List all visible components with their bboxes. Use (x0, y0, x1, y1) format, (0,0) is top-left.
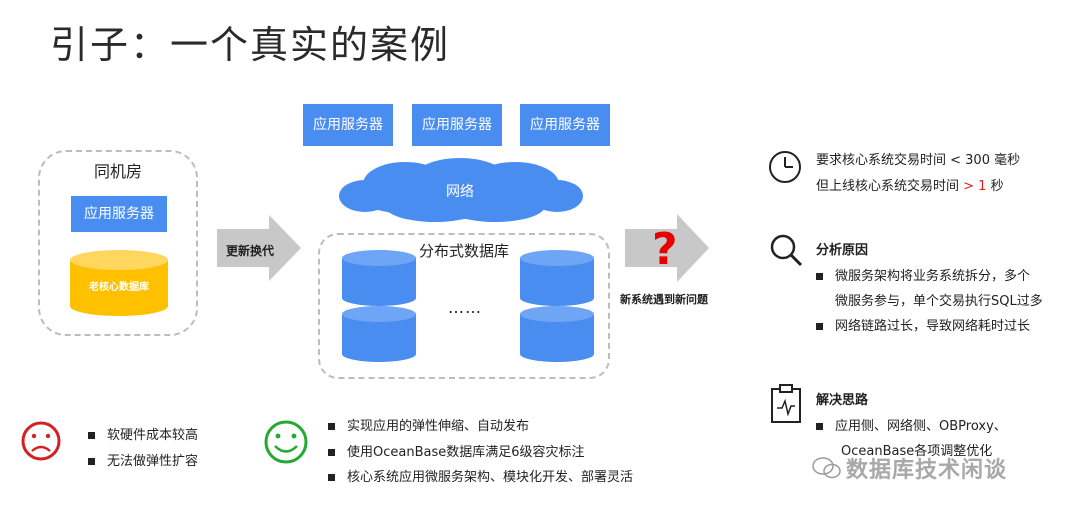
network-label: 网络 (446, 184, 474, 200)
solution-item-1-cont: OceanBase各项调整优化 (841, 444, 993, 459)
legacy-room-label: 同机房 (93, 162, 142, 181)
distributed-db-label: 分布式数据库 (418, 242, 509, 260)
question-mark-icon: ? (652, 224, 678, 275)
migration-label: 更新换代 (226, 244, 275, 258)
bullet-icon (328, 474, 335, 481)
bullet-icon (816, 273, 823, 280)
solution-item-1-text: 应用侧、网络侧、OBProxy、 (835, 419, 1007, 434)
legacy-room-container (38, 150, 198, 336)
sad-face-icon (21, 421, 61, 461)
app-server-3: 应用服务器 (520, 104, 610, 146)
bullet-icon (88, 432, 95, 439)
bullet-icon (816, 423, 823, 430)
app-server-2: 应用服务器 (412, 104, 502, 146)
problem-arrow (625, 214, 709, 282)
migration-arrow (217, 215, 301, 281)
analysis-item-2: 网络链路过长，导致网络耗时过长 (816, 315, 1030, 334)
db-node-1 (342, 250, 416, 306)
time-actual-prefix: 但上线核心系统交易时间 (816, 179, 964, 194)
time-actual-value: > 1 (963, 179, 987, 194)
wechat-icon (812, 457, 841, 479)
clipboard-icon (771, 384, 801, 423)
db-node-4 (520, 306, 594, 362)
legacy-app-server: 应用服务器 (71, 196, 167, 232)
legacy-db-label: 老核心数据库 (89, 282, 149, 293)
bullet-icon (88, 458, 95, 465)
db-node-3 (520, 250, 594, 306)
time-actual-suffix: 秒 (986, 179, 1004, 194)
pros-item-2-text: 使用OceanBase数据库满足6级容灾标注 (347, 445, 585, 460)
legacy-db-cylinder (70, 250, 168, 316)
pros-item-1: 实现应用的弹性伸缩、自动发布 (328, 415, 529, 434)
cons-item-2: 无法做弹性扩容 (88, 450, 198, 469)
cons-item-1: 软硬件成本较高 (88, 424, 198, 443)
time-actual-text: 但上线核心系统交易时间 > 1 秒 (816, 175, 1004, 194)
search-icon (770, 234, 803, 267)
analysis-item-2-text: 网络链路过长，导致网络耗时过长 (835, 319, 1031, 334)
page-title: 引子：一个真实的案例 (50, 23, 451, 67)
time-requirement-text: 要求核心系统交易时间 < 300 毫秒 (816, 153, 1021, 168)
network-cloud (339, 158, 583, 222)
watermark-text: 数据库技术闲谈 (846, 458, 1008, 483)
cons-item-2-text: 无法做弹性扩容 (107, 454, 199, 469)
analysis-item-1-text: 微服务架构将业务系统拆分，多个 (835, 269, 1031, 284)
analysis-heading: 分析原因 (816, 243, 869, 258)
bullet-icon (328, 449, 335, 456)
problem-label: 新系统遇到新问题 (620, 293, 708, 306)
analysis-item-1-cont: 微服务参与，单个交易执行SQL过多 (835, 294, 1043, 309)
solution-item-1: 应用侧、网络侧、OBProxy、 (816, 415, 1007, 434)
pros-item-3-text: 核心系统应用微服务架构、模块化开发、部署灵活 (347, 470, 634, 485)
happy-face-icon (264, 420, 308, 464)
analysis-item-1: 微服务架构将业务系统拆分，多个 (816, 265, 1030, 284)
db-node-2 (342, 306, 416, 362)
bullet-icon (328, 423, 335, 430)
clock-icon (769, 151, 801, 183)
pros-item-3: 核心系统应用微服务架构、模块化开发、部署灵活 (328, 466, 633, 485)
distributed-db-container (318, 233, 610, 379)
solution-heading: 解决思路 (816, 393, 869, 408)
db-ellipsis: …… (448, 298, 482, 317)
app-server-1: 应用服务器 (303, 104, 393, 146)
pros-item-2: 使用OceanBase数据库满足6级容灾标注 (328, 441, 585, 460)
pros-item-1-text: 实现应用的弹性伸缩、自动发布 (347, 419, 530, 434)
bullet-icon (816, 323, 823, 330)
cons-item-1-text: 软硬件成本较高 (107, 428, 199, 443)
